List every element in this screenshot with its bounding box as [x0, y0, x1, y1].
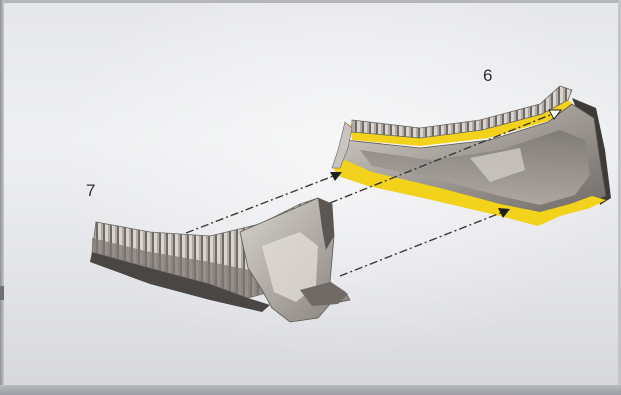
part-label-6: 6: [483, 67, 492, 84]
part-label-7: 7: [86, 182, 95, 199]
part-7-insert: [90, 198, 350, 322]
arrow-line-3: [340, 212, 503, 276]
part-6-shell: [332, 86, 611, 226]
